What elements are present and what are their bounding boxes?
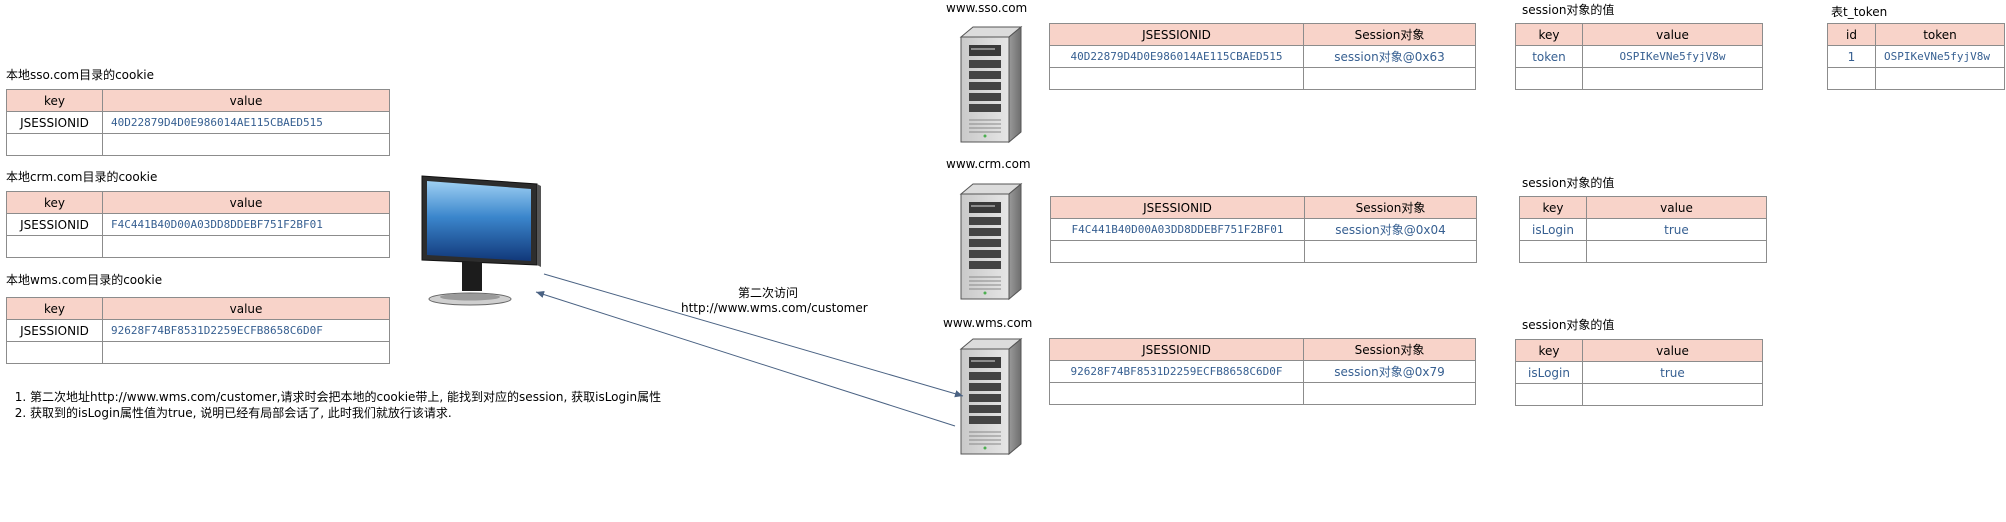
- session-id: 92628F74BF8531D2259ECFB8658C6D0F: [1049, 360, 1304, 383]
- note-item: 第二次地址http://www.wms.com/customer,请求时会把本地…: [30, 389, 661, 405]
- table-header: id: [1827, 23, 1876, 46]
- token-table-caption: 表t_token: [1831, 5, 1888, 19]
- table-header: value: [102, 89, 390, 112]
- table-header: value: [1582, 339, 1763, 362]
- table-header: value: [1582, 23, 1763, 46]
- session-object: session对象@0x63: [1303, 45, 1476, 68]
- session-id: F4C441B40D00A03DD8DDEBF751F2BF01: [1050, 218, 1305, 241]
- server-domain-sso: www.sso.com: [946, 1, 1028, 15]
- attr-key: isLogin: [1515, 361, 1583, 384]
- attr-caption-crm: session对象的值: [1522, 176, 1615, 190]
- attr-value: true: [1582, 361, 1763, 384]
- server-icon-sso: [960, 26, 1022, 143]
- cookie-caption-crm: 本地crm.com目录的cookie: [6, 170, 158, 184]
- cookie-key: JSESSIONID: [6, 111, 103, 134]
- table-header: JSESSIONID: [1049, 23, 1304, 46]
- attr-value: OSPIKeVNe5fyjV8w: [1582, 45, 1763, 68]
- empty-cell: [1582, 67, 1763, 90]
- server-domain-wms: www.wms.com: [943, 316, 1033, 330]
- empty-cell: [1515, 383, 1583, 406]
- table-header: JSESSIONID: [1050, 196, 1305, 219]
- empty-cell: [1827, 67, 1876, 90]
- session-id: 40D22879D4D0E986014AE115CBAED515: [1049, 45, 1304, 68]
- cookie-caption-sso: 本地sso.com目录的cookie: [6, 68, 155, 82]
- table-header: value: [102, 191, 390, 214]
- empty-cell: [102, 235, 390, 258]
- request-label-line1: 第二次访问: [738, 286, 799, 300]
- table-header: Session对象: [1303, 338, 1476, 361]
- server-icon-wms: [960, 338, 1022, 455]
- empty-cell: [1050, 240, 1305, 263]
- empty-cell: [1515, 67, 1583, 90]
- cookie-caption-wms: 本地wms.com目录的cookie: [6, 273, 163, 287]
- table-header: Session对象: [1303, 23, 1476, 46]
- attr-key: isLogin: [1519, 218, 1587, 241]
- token-value: OSPIKeVNe5fyjV8w: [1875, 45, 2005, 68]
- attr-caption-wms: session对象的值: [1522, 318, 1615, 332]
- empty-cell: [1303, 67, 1476, 90]
- monitor-icon: [421, 175, 541, 306]
- empty-cell: [1875, 67, 2005, 90]
- note-item: 获取到的isLogin属性值为true, 说明已经有局部会话了, 此时我们就放行…: [30, 405, 661, 421]
- empty-cell: [1519, 240, 1587, 263]
- empty-cell: [1303, 382, 1476, 405]
- table-header: token: [1875, 23, 2005, 46]
- response-arrow: [535, 291, 956, 427]
- request-label-line2: http://www.wms.com/customer: [681, 301, 868, 315]
- request-arrow: [543, 273, 964, 398]
- cookie-value: 40D22879D4D0E986014AE115CBAED515: [102, 111, 390, 134]
- table-header: value: [1586, 196, 1767, 219]
- empty-cell: [1582, 383, 1763, 406]
- table-header: Session对象: [1304, 196, 1477, 219]
- empty-cell: [1049, 67, 1304, 90]
- table-header: key: [6, 89, 103, 112]
- attr-value: true: [1586, 218, 1767, 241]
- attr-key: token: [1515, 45, 1583, 68]
- server-icon-crm: [960, 183, 1022, 300]
- table-header: key: [1519, 196, 1587, 219]
- table-header: key: [1515, 339, 1583, 362]
- attr-caption-sso: session对象的值: [1522, 3, 1615, 17]
- session-object: session对象@0x79: [1303, 360, 1476, 383]
- empty-cell: [102, 341, 390, 364]
- notes-list: 第二次地址http://www.wms.com/customer,请求时会把本地…: [16, 389, 661, 421]
- table-header: JSESSIONID: [1049, 338, 1304, 361]
- server-domain-crm: www.crm.com: [946, 157, 1031, 171]
- empty-cell: [1304, 240, 1477, 263]
- empty-cell: [1586, 240, 1767, 263]
- empty-cell: [1049, 382, 1304, 405]
- table-header: key: [1515, 23, 1583, 46]
- table-header: key: [6, 191, 103, 214]
- token-id: 1: [1827, 45, 1876, 68]
- table-header: key: [6, 297, 103, 320]
- table-header: value: [102, 297, 390, 320]
- session-object: session对象@0x04: [1304, 218, 1477, 241]
- empty-cell: [102, 133, 390, 156]
